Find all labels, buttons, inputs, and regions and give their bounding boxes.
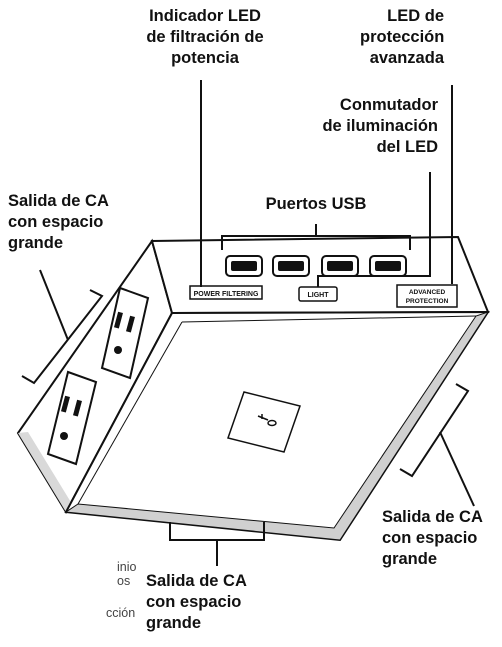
- callout-advanced-led: LED de protección avanzada: [360, 6, 444, 69]
- callout-ac-right-line3: grande: [382, 550, 438, 568]
- center-mark: [227, 391, 301, 453]
- advanced-label-line1: ADVANCED: [409, 289, 446, 296]
- device-front-inner-edge-2: [77, 321, 183, 505]
- usb-port-4: [369, 255, 407, 277]
- callout-ac-right-line1: Salida de CA: [382, 508, 483, 526]
- callout-ac-bottom-line2: con espacio: [146, 593, 242, 611]
- callout-usb-ports: Puertos USB: [250, 194, 382, 215]
- callout-usb-ports-line1: Puertos USB: [265, 195, 367, 213]
- cutoff-text-1: inio: [117, 560, 136, 575]
- power-filtering-label: POWER FILTERING: [194, 291, 259, 298]
- center-mark-symbol: [257, 414, 277, 427]
- ac-left-bracket-stem: [39, 269, 69, 341]
- callout-ac-right-line2: con espacio: [382, 529, 478, 547]
- device-left-shade: [18, 432, 72, 512]
- callout-light-switch-line2: de iluminación: [322, 117, 438, 135]
- callout-ac-left: Salida de CA con espacio grande: [8, 191, 148, 254]
- callout-light-switch-line1: Conmutador: [339, 96, 438, 114]
- leader-light-switch: [317, 172, 431, 287]
- callout-power-led-line2: de filtración de: [146, 28, 264, 46]
- callout-advanced-led-line3: avanzada: [369, 49, 444, 67]
- cutoff-text-3-content: cción: [106, 606, 136, 620]
- callout-ac-left-line3: grande: [8, 234, 64, 252]
- cutoff-text-2-content: os: [117, 574, 131, 588]
- ac-outlet-left-upper: [100, 286, 150, 380]
- callout-power-led-line3: potencia: [171, 49, 239, 67]
- device-front-inner-edge: [181, 315, 477, 323]
- ac-right-bracket-stem: [439, 431, 475, 507]
- cutoff-text-1-content: inio: [117, 560, 137, 574]
- callout-light-switch-line3: del LED: [376, 138, 438, 156]
- callout-ac-right: Salida de CA con espacio grande: [382, 507, 500, 570]
- callout-power-led-line1: Indicador LED: [149, 7, 261, 25]
- usb-port-1: [225, 255, 263, 277]
- callout-ac-left-line1: Salida de CA: [8, 192, 109, 210]
- callout-ac-left-line2: con espacio: [8, 213, 104, 231]
- advanced-label-line2: PROTECTION: [406, 298, 449, 305]
- cutoff-text-2: os: [117, 574, 130, 589]
- callout-ac-bottom-line1: Salida de CA: [146, 572, 247, 590]
- callout-power-led: Indicador LED de filtración de potencia: [140, 6, 270, 69]
- power-filtering-plate: [189, 285, 263, 300]
- callout-ac-bottom-line3: grande: [146, 614, 202, 632]
- usb-port-2: [272, 255, 310, 277]
- light-label: LIGHT: [308, 292, 330, 299]
- ac-outlet-left-lower: [46, 370, 98, 466]
- advanced-protection-plate: [396, 284, 458, 308]
- usb-port-3: [321, 255, 359, 277]
- callout-advanced-led-line2: protección: [360, 28, 445, 46]
- cutoff-text-3: cción: [106, 606, 135, 621]
- callout-advanced-led-line1: LED de: [387, 7, 444, 25]
- callout-light-switch: Conmutador de iluminación del LED: [290, 95, 438, 158]
- callout-ac-bottom: Salida de CA con espacio grande: [146, 571, 286, 634]
